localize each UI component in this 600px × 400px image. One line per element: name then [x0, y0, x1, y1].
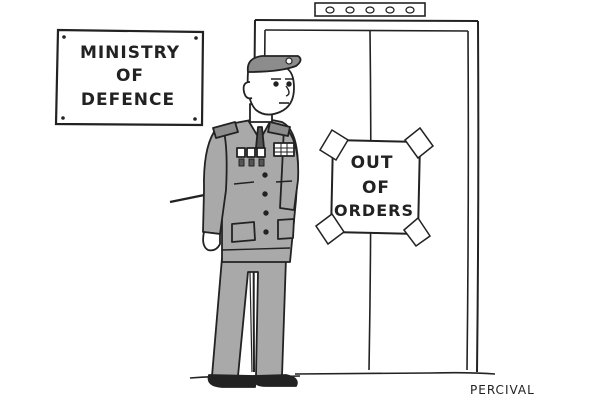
ministry-sign: MINISTRY OF DEFENCE	[54, 28, 205, 127]
artist-signature: PERCIVAL	[470, 383, 535, 397]
notice-line-2: OF	[362, 178, 390, 198]
tape-icon	[314, 212, 346, 246]
screw-icon	[193, 117, 197, 121]
medal-ribbons-icon	[236, 142, 295, 167]
cap-badge-icon	[285, 57, 293, 65]
sign-line-2: OF	[116, 66, 144, 86]
notice-line-1: OUT	[351, 153, 394, 173]
sign-line-3: DEFENCE	[81, 90, 175, 110]
screw-icon	[62, 35, 66, 39]
screw-icon	[61, 116, 65, 120]
tape-icon	[402, 216, 432, 248]
screw-icon	[194, 36, 198, 40]
tape-icon	[318, 128, 350, 162]
notice-line-3: ORDERS	[334, 201, 414, 220]
sign-line-1: MINISTRY	[80, 43, 180, 63]
military-officer	[169, 55, 302, 388]
elevator-floor-indicator-icon	[314, 2, 426, 17]
tape-icon	[403, 126, 435, 160]
out-of-orders-notice: OUT OF ORDERS	[314, 126, 435, 248]
